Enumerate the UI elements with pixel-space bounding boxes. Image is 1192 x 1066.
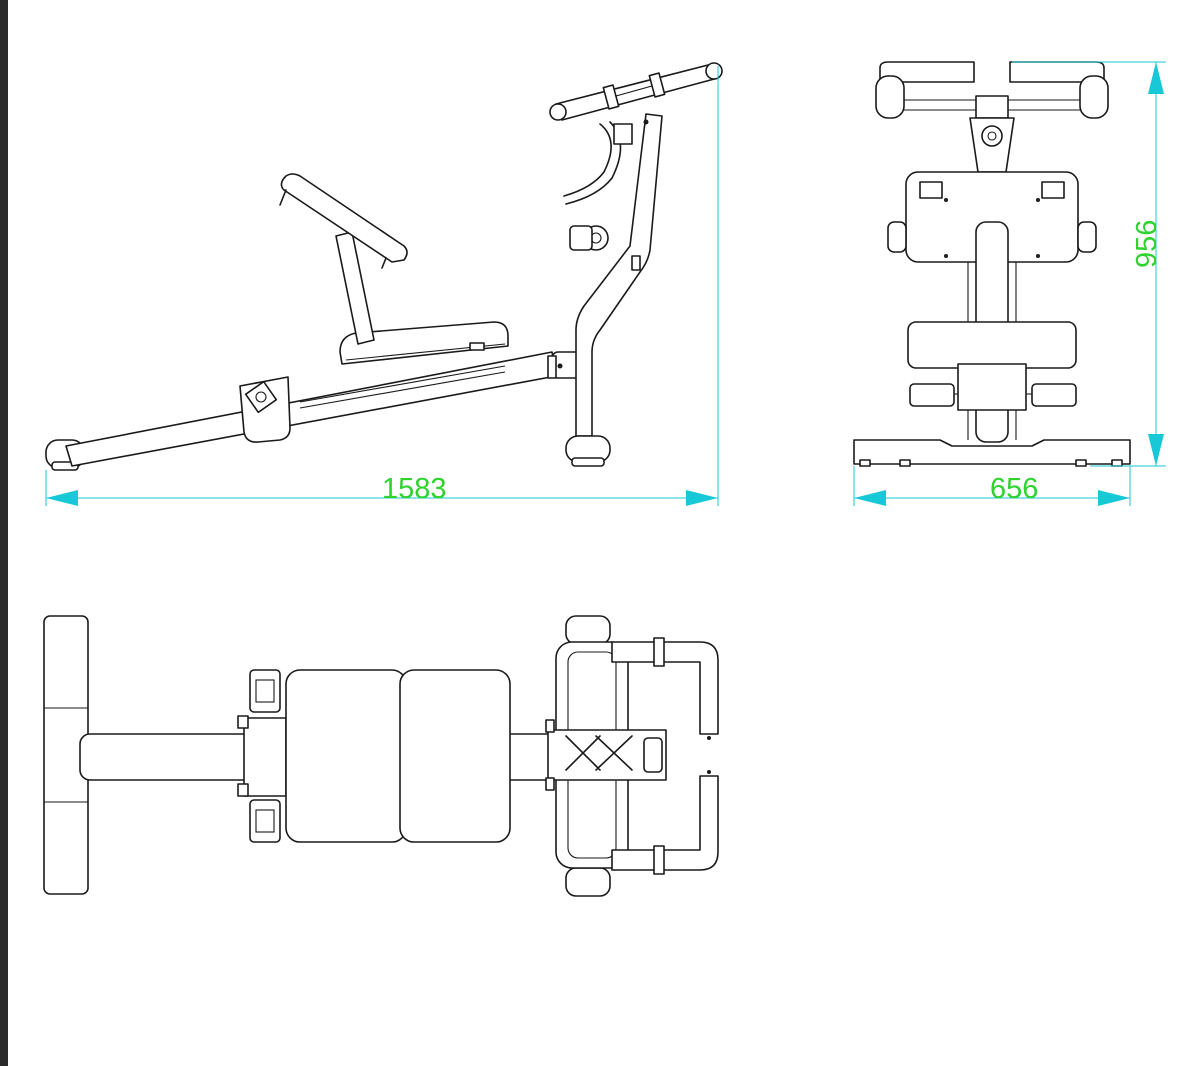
side-handle-bar (555, 63, 719, 121)
top-carriage-knob-upper (249, 669, 281, 713)
dimension-width-label: 656 (990, 473, 1038, 505)
top-knee-pad (285, 669, 407, 843)
top-seat-pad (399, 669, 511, 843)
top-handle-upper (611, 641, 719, 735)
front-carriage-knob-left (909, 383, 955, 407)
dimension-length-arrow-left (46, 490, 78, 506)
dimension-length-label: 1583 (382, 473, 447, 505)
side-seat-pad (339, 321, 509, 365)
top-handle-lower (611, 775, 719, 871)
side-front-upright (575, 113, 663, 437)
side-view: 1583 (45, 62, 723, 506)
side-inclined-beam (65, 351, 557, 467)
left-edge-bar (0, 0, 8, 1066)
top-front-foot-lower (565, 867, 611, 897)
front-carriage (957, 363, 1027, 411)
side-arm-bracket (613, 123, 633, 145)
dimension-height: 956 (1012, 61, 1166, 467)
side-curved-arm (563, 123, 612, 197)
top-front-foot-upper (565, 615, 611, 645)
top-carriage (243, 717, 287, 797)
front-handle-pad-right (1079, 75, 1109, 119)
dimension-length-arrow-right (686, 490, 718, 506)
side-knee-pad (280, 173, 408, 263)
dimension-width: 656 (853, 466, 1131, 506)
side-seat-post (335, 231, 375, 345)
dimension-height-arrow-top (1148, 62, 1164, 94)
dimension-height-label: 956 (1131, 220, 1163, 268)
side-beam-slot (299, 365, 506, 403)
dimension-width-arrow-left (854, 490, 886, 506)
top-view (43, 615, 719, 897)
front-handle-hub (975, 95, 1009, 119)
top-carriage-knob-lower (249, 799, 281, 843)
dimension-length: 1583 (45, 66, 719, 506)
front-handle-pad-left (875, 75, 905, 119)
dimension-height-arrow-bottom (1148, 434, 1164, 466)
front-seat-pad (907, 321, 1077, 369)
dimension-width-arrow-right (1098, 490, 1130, 506)
side-carriage-knob (244, 380, 278, 414)
front-carriage-knob-right (1031, 383, 1077, 407)
front-base-plate (853, 439, 1131, 465)
front-view: 956 656 (853, 61, 1166, 506)
